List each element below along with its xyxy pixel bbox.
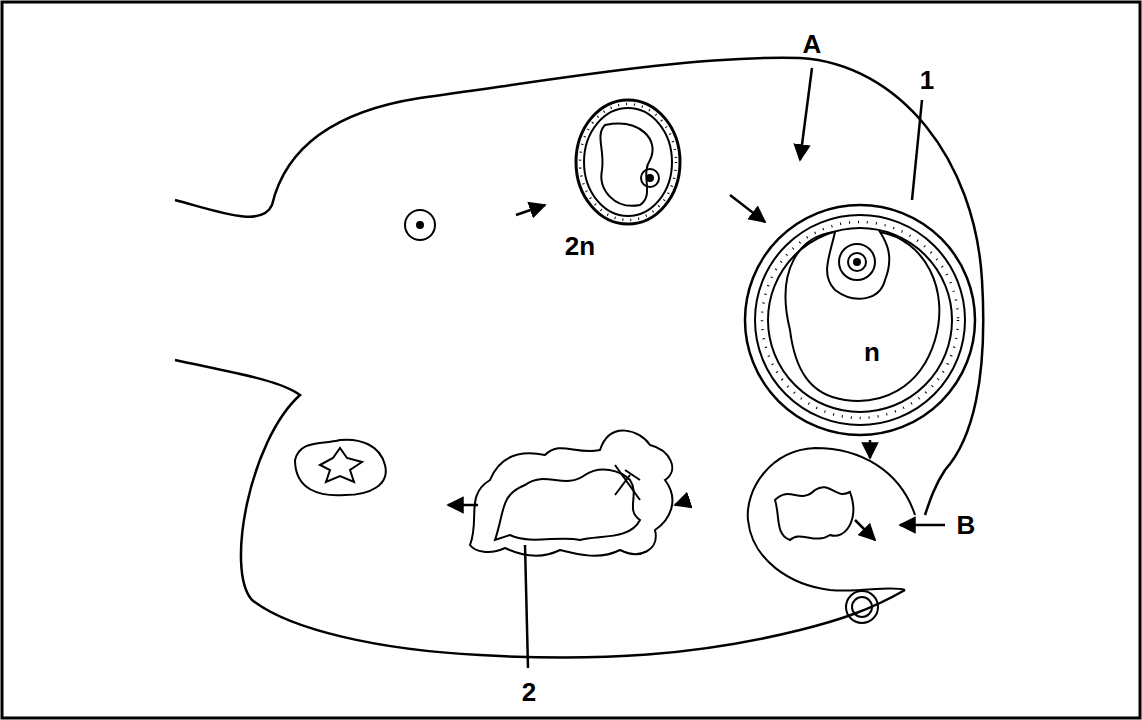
sequence-arrows (448, 68, 945, 540)
follicles (295, 100, 975, 623)
ploidy-label: 2n (565, 233, 595, 259)
ploidy-label: n (864, 339, 880, 365)
leader-lines (525, 100, 922, 668)
part-label: A (803, 31, 822, 57)
ovary-outline (175, 58, 983, 658)
part-label: B (957, 512, 976, 538)
callout-number: 2 (522, 679, 536, 705)
callout-number: 1 (920, 67, 934, 93)
